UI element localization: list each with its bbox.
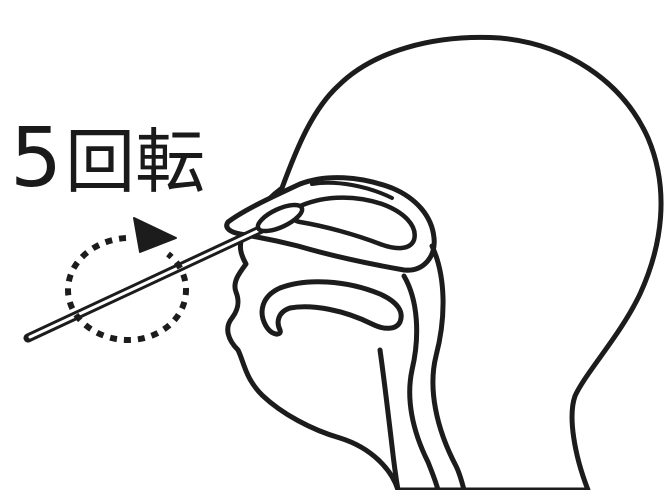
rotation-unit-label: 回転 <box>65 127 205 197</box>
rotation-arrow-icon <box>68 218 186 340</box>
head-profile-outline <box>228 37 661 490</box>
rotation-arrowhead <box>134 218 176 252</box>
rotation-instruction: 5回転 <box>10 118 205 200</box>
rotation-count: 5 <box>10 118 61 200</box>
